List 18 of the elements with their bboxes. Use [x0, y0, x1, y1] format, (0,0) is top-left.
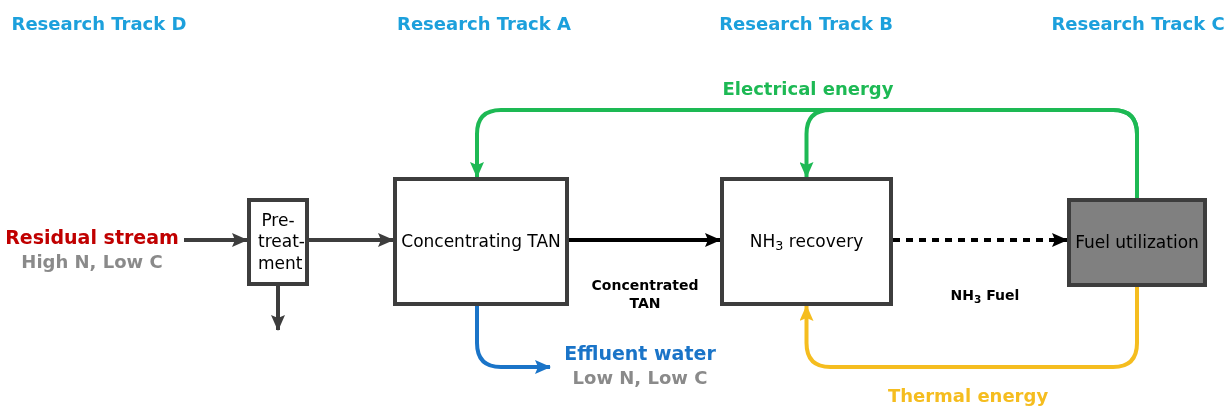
arrow [569, 233, 721, 247]
stream-label: Effluent water Low N, Low C [555, 340, 725, 390]
process-box: Concentrating TAN [393, 177, 569, 306]
track-heading: Research Track D [11, 12, 187, 36]
arrow [893, 233, 1068, 247]
track-heading: Research Track B [719, 12, 893, 36]
arrow [184, 233, 248, 247]
arrow [271, 286, 285, 331]
arrow [799, 287, 1139, 369]
arrow [309, 233, 394, 247]
process-box: Pre- treat- ment [247, 198, 309, 286]
stream-label: Residual stream High N, Low C [6, 224, 178, 274]
track-heading: Research Track A [397, 12, 571, 36]
arrow [475, 306, 551, 374]
process-box: Fuel utilization [1067, 198, 1207, 287]
track-heading: Research Track C [1051, 12, 1225, 36]
arrow [799, 108, 1139, 198]
process-box: NH$_{3}$ recovery [720, 177, 893, 306]
